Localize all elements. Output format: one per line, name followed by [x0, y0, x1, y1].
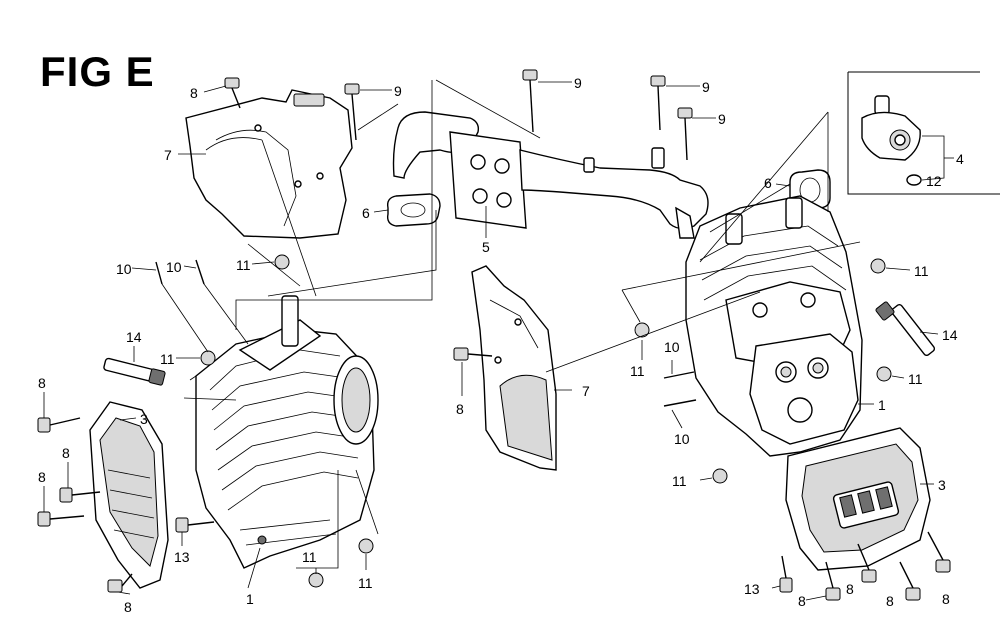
- callout-4: 4: [956, 151, 964, 167]
- callout-13-left: 13: [174, 549, 190, 565]
- assembly-lines: [183, 79, 861, 401]
- bolt-8-mid: [453, 347, 493, 361]
- nut-11-e: [634, 322, 650, 338]
- callout-8-l1: 8: [38, 375, 46, 391]
- leader-lines: [43, 81, 954, 601]
- callout-10-d: 10: [674, 431, 690, 447]
- callout-3-left: 3: [140, 411, 148, 427]
- callout-11-c: 11: [302, 549, 317, 565]
- callout-8-mid: 8: [456, 401, 464, 417]
- bolt-9-a: [344, 83, 360, 141]
- bolt-8-r4: [927, 531, 951, 573]
- bolt-8-r3: [899, 561, 921, 601]
- callout-10-a: 10: [116, 261, 132, 277]
- callout-labels: 8 9 9 9 9 7 6 5 6 4 12 10 10 11 11 14 8 …: [38, 75, 964, 615]
- bolt-8-r2: [857, 543, 877, 583]
- callout-6-right: 6: [764, 175, 772, 191]
- callout-10-c: 10: [664, 339, 680, 355]
- callout-3-right: 3: [938, 477, 946, 493]
- bolt-13-left: [175, 517, 215, 533]
- head-shroud-left-part: [185, 89, 353, 239]
- cylinder-left-part: [195, 295, 379, 569]
- callout-9-c: 9: [702, 79, 710, 95]
- cylinder-head-right-part: [685, 195, 863, 457]
- callout-11-h: 11: [672, 473, 687, 489]
- nut-11-f: [870, 258, 886, 274]
- nut-11-a: [274, 254, 290, 270]
- head-shroud-right-part: [471, 265, 557, 471]
- callout-1-left: 1: [246, 591, 254, 607]
- callout-8-l2: 8: [62, 445, 70, 461]
- bolt-8-l1: [37, 417, 81, 433]
- bolt-8-l2: [59, 487, 101, 503]
- callout-11-e: 11: [630, 363, 645, 379]
- callout-8-r3: 8: [886, 593, 894, 609]
- bolt-9-d: [677, 107, 693, 161]
- figure-title: FIG E: [40, 48, 155, 95]
- callout-11-g: 11: [908, 371, 923, 387]
- callout-9-d: 9: [718, 111, 726, 127]
- nut-11-c: [308, 572, 324, 588]
- bolt-8-l4: [107, 573, 133, 593]
- nut-11-b: [200, 350, 216, 366]
- callout-8-l3: 8: [38, 469, 46, 485]
- spark-plug-right-part: [875, 301, 936, 357]
- bolt-13-right: [779, 555, 793, 593]
- callout-13-right: 13: [744, 581, 760, 597]
- callout-1-right: 1: [878, 397, 886, 413]
- callout-11-a: 11: [236, 257, 251, 273]
- valve-cover-right-part: [785, 427, 931, 571]
- callout-9-b: 9: [574, 75, 582, 91]
- gasket-left-part: [386, 193, 441, 227]
- bolt-9-c: [650, 75, 666, 131]
- bolt-8-l3: [37, 511, 85, 527]
- thermostat-housing-part: [861, 95, 922, 186]
- intake-manifold-part: [392, 111, 709, 239]
- callout-7-right: 7: [582, 383, 590, 399]
- stud-10-b: [195, 259, 205, 285]
- stud-10-d: [663, 399, 697, 407]
- callout-6-left: 6: [362, 205, 370, 221]
- callout-11-f: 11: [914, 263, 929, 279]
- nut-11-h: [712, 468, 728, 484]
- stud-10-a: [155, 261, 163, 285]
- bolt-8-top: [224, 77, 241, 109]
- callout-8-r2: 8: [846, 581, 854, 597]
- callout-14-left: 14: [126, 329, 142, 345]
- callout-8-r1: 8: [798, 593, 806, 609]
- nut-11-d: [358, 538, 374, 554]
- valve-cover-left-part: [89, 401, 169, 589]
- callout-10-b: 10: [166, 259, 182, 275]
- nut-11-g: [876, 366, 892, 382]
- callout-8-l4: 8: [124, 599, 132, 615]
- inset-box: [847, 71, 1000, 195]
- spark-plug-left-part: [103, 357, 166, 386]
- callout-9-a: 9: [394, 83, 402, 99]
- stud-10-c: [663, 371, 695, 379]
- callout-7-left: 7: [164, 147, 172, 163]
- bolt-9-b: [522, 69, 538, 133]
- callout-11-b: 11: [160, 351, 175, 367]
- callout-14-right: 14: [942, 327, 958, 343]
- bolt-8-r1: [825, 561, 841, 601]
- callout-12: 12: [926, 173, 942, 189]
- callout-8-r4: 8: [942, 591, 950, 607]
- callout-5: 5: [482, 239, 490, 255]
- callout-11-d: 11: [358, 575, 373, 591]
- callout-8-top: 8: [190, 85, 198, 101]
